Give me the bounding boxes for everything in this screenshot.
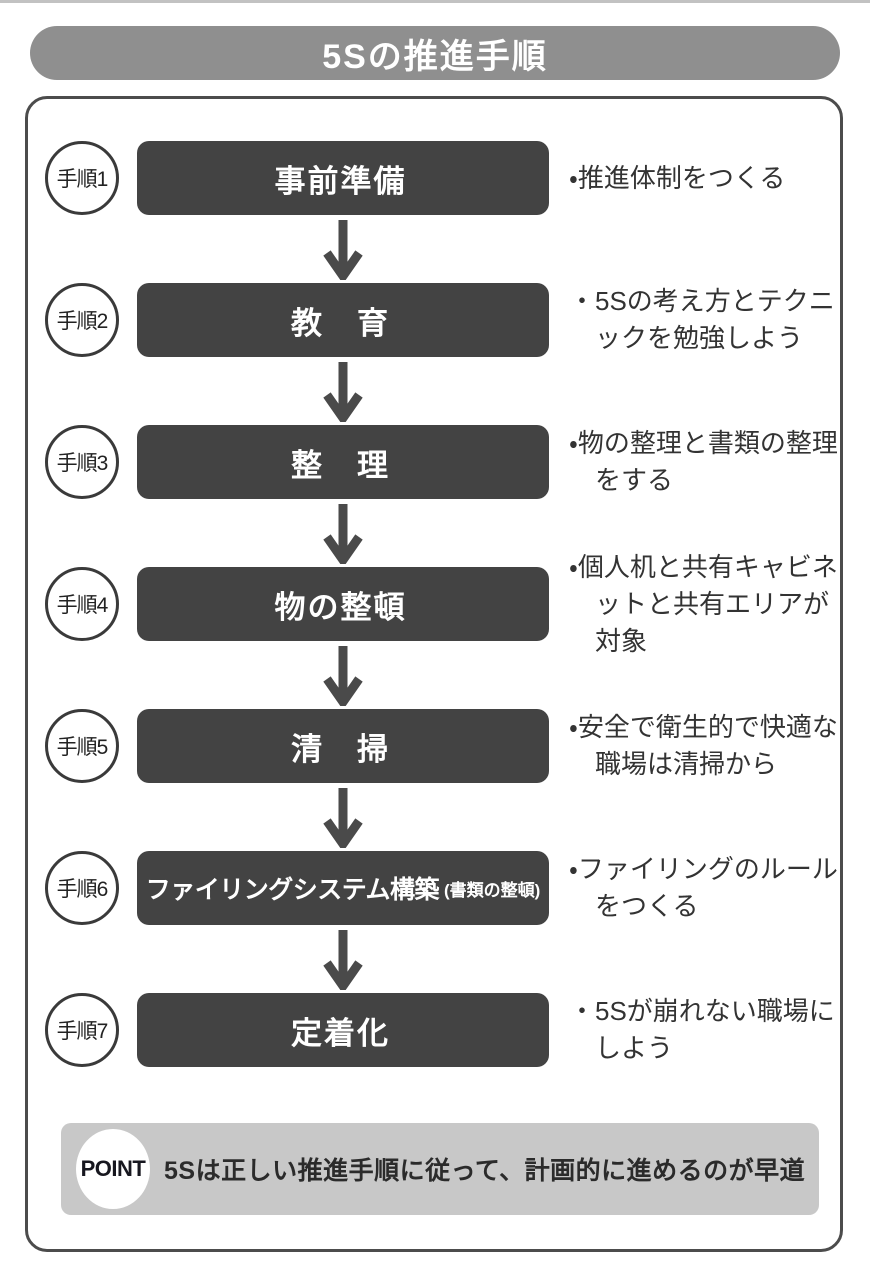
point-text: 5Sは正しい推進手順に従って、計画的に進めるのが早道 xyxy=(164,1157,806,1185)
down-arrow-icon xyxy=(323,930,363,990)
arrow-row-6 xyxy=(45,925,840,993)
step-2-label: 教 育 xyxy=(291,305,390,341)
step-2-description: ・5Sの考え方とテクニックを勉強しよう xyxy=(569,286,835,353)
step-row-6: 手順6 ファイリングシステム構築 (書類の整頓) ・ファイリングのルールをつくる xyxy=(45,851,840,925)
step-7-description: ・5Sが崩れない職場にしよう xyxy=(569,996,835,1063)
down-arrow-icon xyxy=(323,220,363,280)
step-6-description: ・ファイリングのルールをつくる xyxy=(569,854,838,921)
step-5-description: ・安全で衛生的で快適な職場は清掃から xyxy=(569,712,838,779)
page-title: 5Sの推進手順 xyxy=(322,37,548,76)
step-4-label: 物の整頓 xyxy=(274,589,407,625)
step-4-box: 物の整頓 xyxy=(137,567,549,641)
page-top-edge xyxy=(0,0,870,3)
down-arrow-icon xyxy=(323,788,363,848)
step-5-badge-label: 手順5 xyxy=(56,736,109,759)
step-3-label: 整 理 xyxy=(291,447,390,483)
step-row-1: 手順1 事前準備 ・推進体制をつくる xyxy=(45,141,840,215)
step-4-badge-label: 手順4 xyxy=(56,594,109,617)
arrow-row-3 xyxy=(45,499,840,567)
step-row-4: 手順4 物の整頓 ・個人机と共有キャビネットと共有エリアが対象 xyxy=(45,552,840,656)
step-row-5: 手順5 清 掃 ・安全で衛生的で快適な職場は清掃から xyxy=(45,709,840,783)
step-7-label: 定着化 xyxy=(291,1015,390,1051)
flow-container: 手順1 事前準備 ・推進体制をつくる 手順2 xyxy=(25,96,843,1252)
point-badge: POINT xyxy=(76,1129,150,1209)
step-1-label: 事前準備 xyxy=(274,163,407,199)
step-7-badge: 手順7 xyxy=(45,993,119,1067)
arrow-row-4 xyxy=(45,641,840,709)
step-6-badge-label: 手順6 xyxy=(56,878,109,901)
step-6-box: ファイリングシステム構築 (書類の整頓) xyxy=(137,851,549,925)
step-7-box: 定着化 xyxy=(137,993,549,1067)
step-3-box: 整 理 xyxy=(137,425,549,499)
step-1-box: 事前準備 xyxy=(137,141,549,215)
step-1-description: ・推進体制をつくる xyxy=(569,162,786,193)
step-3-description: ・物の整理と書類の整理をする xyxy=(569,428,838,495)
step-row-7: 手順7 定着化 ・5Sが崩れない職場にしよう xyxy=(45,993,840,1067)
step-1-badge: 手順1 xyxy=(45,141,119,215)
arrow-row-2 xyxy=(45,357,840,425)
step-6-sublabel: (書類の整頓) xyxy=(443,880,541,900)
title-banner: 5Sの推進手順 xyxy=(30,26,840,80)
down-arrow-icon xyxy=(323,646,363,706)
step-2-badge: 手順2 xyxy=(45,283,119,357)
down-arrow-icon xyxy=(323,504,363,564)
point-callout: POINT 5Sは正しい推進手順に従って、計画的に進めるのが早道 xyxy=(61,1123,819,1215)
step-2-badge-label: 手順2 xyxy=(56,310,109,333)
step-5-label: 清 掃 xyxy=(291,731,390,767)
step-6-badge: 手順6 xyxy=(45,851,119,925)
step-2-box: 教 育 xyxy=(137,283,549,357)
step-row-3: 手順3 整 理 ・物の整理と書類の整理をする xyxy=(45,425,840,499)
arrow-row-1 xyxy=(45,215,840,283)
arrow-row-5 xyxy=(45,783,840,851)
step-6-label: ファイリングシステム構築 xyxy=(145,876,440,904)
step-5-box: 清 掃 xyxy=(137,709,549,783)
step-row-2: 手順2 教 育 ・5Sの考え方とテクニックを勉強しよう xyxy=(45,283,840,357)
step-4-description: ・個人机と共有キャビネットと共有エリアが対象 xyxy=(569,551,838,656)
step-4-badge: 手順4 xyxy=(45,567,119,641)
step-3-badge-label: 手順3 xyxy=(56,452,109,475)
step-7-badge-label: 手順7 xyxy=(56,1020,109,1043)
step-5-badge: 手順5 xyxy=(45,709,119,783)
down-arrow-icon xyxy=(323,362,363,422)
step-3-badge: 手順3 xyxy=(45,425,119,499)
flow-steps: 手順1 事前準備 ・推進体制をつくる 手順2 xyxy=(28,99,840,1067)
step-1-badge-label: 手順1 xyxy=(56,168,109,191)
